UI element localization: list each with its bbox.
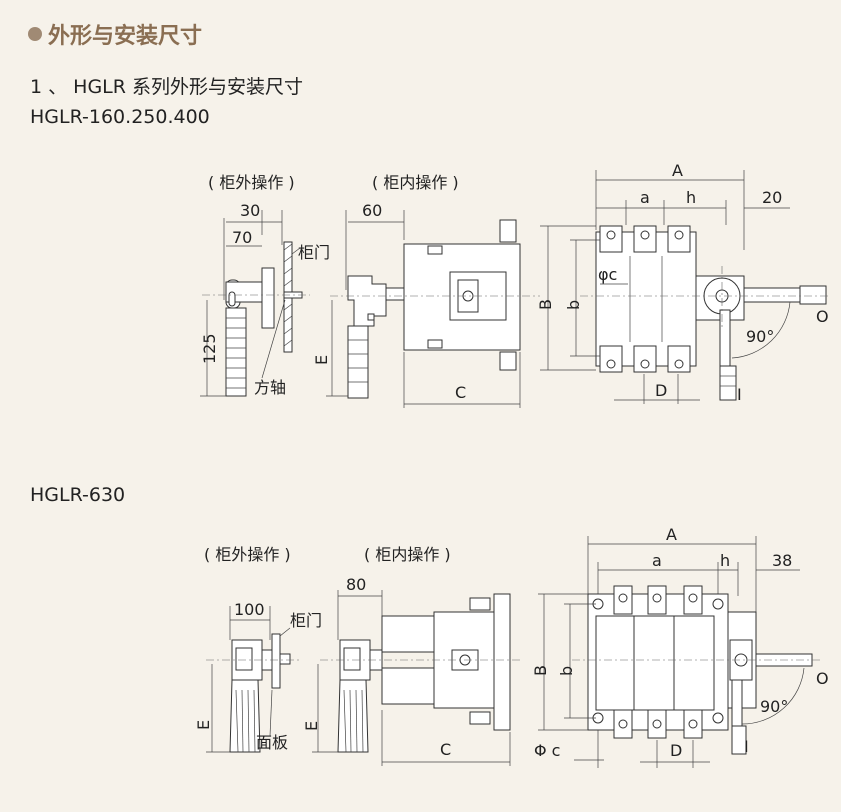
d2-outside-view: 100 柜门 E 面板 (194, 600, 322, 753)
d2-dim-A: A (666, 525, 677, 544)
d2-dim-a: a (652, 551, 662, 570)
d1-dim-a: a (640, 188, 650, 207)
drawing-1: ( 柜外操作 ) ( 柜内操作 ) 30 70 (200, 161, 830, 408)
d1-pos-I: I (737, 385, 742, 404)
d2-dim-100: 100 (234, 600, 265, 619)
d2-dim-b: b (557, 666, 576, 676)
d2-cabinet-door: 柜门 (290, 611, 322, 630)
d2-dim-38: 38 (772, 551, 792, 570)
d1-dim-60: 60 (362, 201, 382, 220)
d1-dim-phic: φc (598, 265, 617, 284)
d2-panel: 面板 (256, 733, 288, 752)
d2-outside-label: ( 柜外操作 ) (204, 545, 291, 564)
d2-inside-label: ( 柜内操作 ) (364, 545, 451, 564)
d1-pos-O: O (816, 307, 829, 326)
d1-dim-b: b (564, 300, 583, 310)
d2-dim-E2: E (302, 721, 321, 731)
section-title: 外形与安装尺寸 (28, 18, 202, 50)
d1-dim-h: h (686, 188, 696, 207)
bullet-icon (28, 27, 42, 41)
d1-cabinet-door: 柜门 (298, 243, 330, 262)
d2-front-view: A a h 38 (531, 525, 829, 768)
d1-dim-30: 30 (240, 201, 260, 220)
d2-dim-D: D (670, 741, 682, 760)
model-title-1: HGLR-160.250.400 (30, 106, 210, 128)
model-title-2: HGLR-630 (30, 484, 126, 506)
d1-dim-D: D (655, 381, 667, 400)
d2-pos-O: O (816, 669, 829, 688)
d2-dim-h: h (720, 551, 730, 570)
d1-angle: 90° (746, 327, 774, 346)
drawing-2: ( 柜外操作 ) ( 柜内操作 ) 100 柜门 E 面板 (194, 525, 829, 768)
d1-dim-E: E (312, 355, 331, 365)
d2-pos-I: I (744, 737, 749, 756)
d1-dim-70: 70 (232, 228, 252, 247)
item-title: 1 、 HGLR 系列外形与安装尺寸 (30, 76, 304, 98)
d1-inside-view: 60 E C (312, 201, 540, 408)
d1-dim-125: 125 (200, 333, 219, 364)
d1-dim-20: 20 (762, 188, 782, 207)
section-title-text: 外形与安装尺寸 (48, 24, 203, 49)
d2-inside-view: 80 E C (302, 575, 520, 766)
d1-square-shaft: 方轴 (254, 378, 286, 397)
d1-inside-label: ( 柜内操作 ) (372, 173, 459, 192)
d2-dim-B: B (531, 665, 550, 676)
d2-angle: 90° (760, 697, 788, 716)
d1-dim-C: C (455, 383, 466, 402)
d1-outside-view: 30 70 柜门 (200, 201, 330, 397)
d1-outside-label: ( 柜外操作 ) (208, 173, 295, 192)
d1-dim-A: A (672, 161, 683, 180)
d2-dim-phic: Φ c (534, 741, 560, 760)
d2-dim-80: 80 (346, 575, 366, 594)
d2-dim-C: C (440, 740, 451, 759)
d1-front-view: A a h 20 (536, 161, 830, 404)
d1-dim-B: B (536, 299, 555, 310)
d2-dim-E1: E (194, 720, 213, 730)
